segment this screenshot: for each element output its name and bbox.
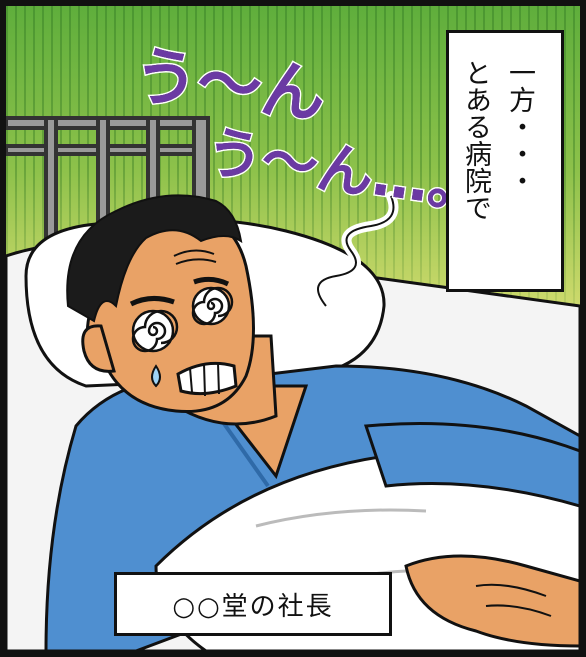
narration-text: 一方・・・ とある病院で [460, 59, 535, 221]
character-caption-box: ○○堂の社長 [114, 572, 392, 636]
narration-box: 一方・・・ とある病院で [446, 30, 564, 292]
character-caption-text: ○○堂の社長 [172, 591, 334, 622]
